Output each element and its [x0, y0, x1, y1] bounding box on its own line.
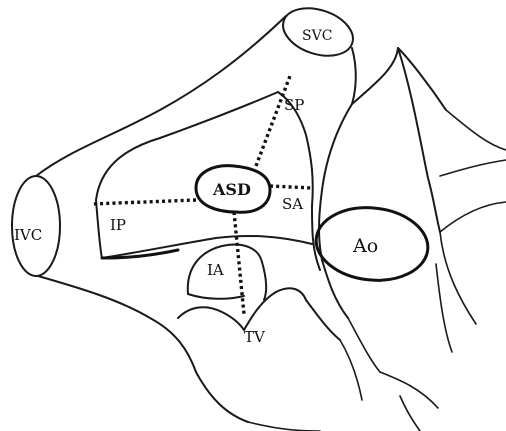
label-svc: SVC [302, 28, 332, 44]
label-tv: TV [244, 328, 266, 346]
label-ia: IA [207, 261, 224, 279]
label-ao: Ao [352, 235, 378, 257]
label-sp: SP [284, 96, 304, 114]
line-to-sa [270, 186, 312, 188]
label-sa: SA [282, 195, 303, 213]
line-to-sp [256, 76, 290, 166]
atrial-septum-outline [96, 92, 320, 270]
svc-vessel [277, 0, 359, 104]
label-asd: ASD [212, 180, 251, 199]
line-to-tv [234, 212, 244, 314]
label-ip: IP [110, 216, 126, 234]
right-atrium-outline [36, 16, 286, 422]
ia-region [188, 245, 266, 300]
line-to-ip [92, 200, 196, 204]
label-ivc: IVC [14, 226, 42, 244]
septal-rim-lines [92, 76, 312, 314]
